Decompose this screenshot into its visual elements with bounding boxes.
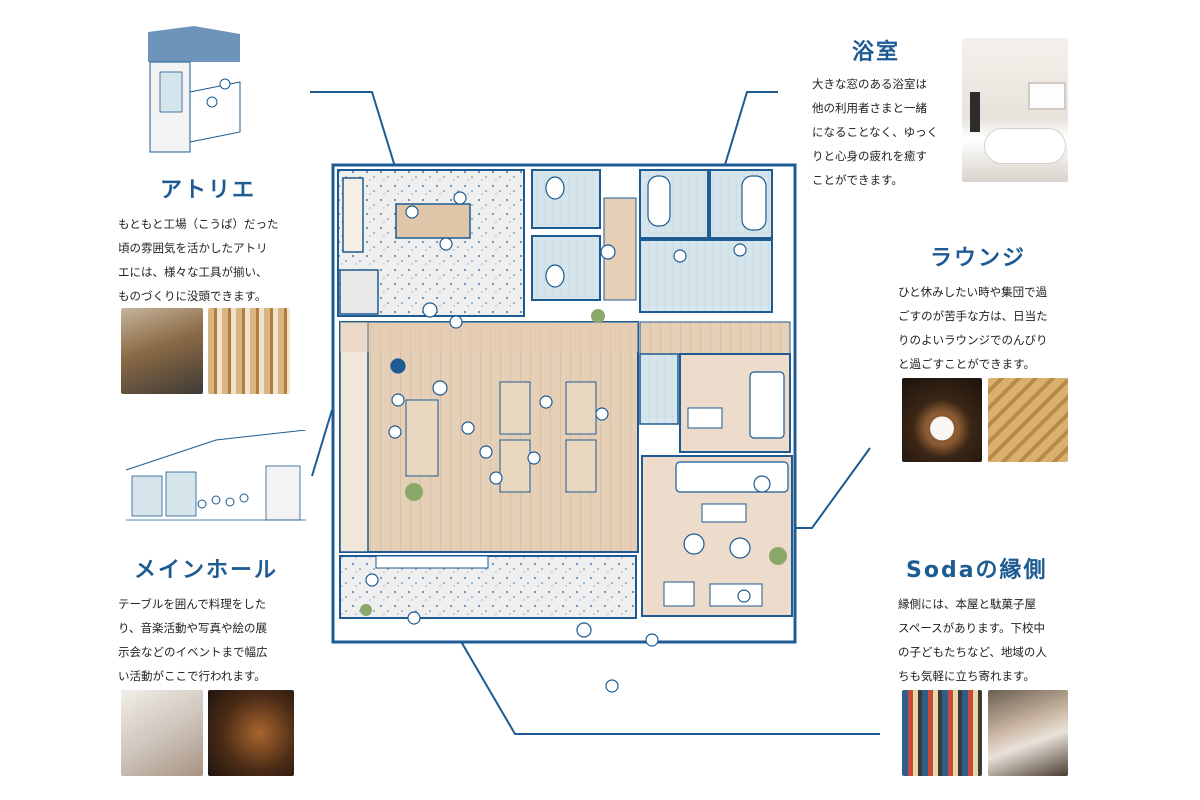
mainhall-line: り、音楽活動や写真や絵の展 <box>118 621 268 635</box>
plants <box>360 309 787 616</box>
bathroom-section: 浴室 大きな窓のある浴室は 他の利用者さまと一緒 になることなく、ゆっく りと心… <box>812 34 958 192</box>
toilet-1 <box>531 169 601 229</box>
atelier-photo-craftsman <box>121 308 203 394</box>
lounge-title: ラウンジ <box>930 246 1027 271</box>
atelier-line: ものづくりに没頭できます。 <box>118 289 267 303</box>
mainhall-sketch <box>126 430 306 534</box>
lounge-photo-coffee <box>902 378 982 462</box>
soda-line: の子どもたちなど、地域の人 <box>898 645 1047 659</box>
bathroom-line: ことができます。 <box>812 173 903 187</box>
mainhall-section: メインホール テーブルを囲んで料理をした り、音楽活動や写真や絵の展 示会などの… <box>118 552 308 688</box>
atelier-section: アトリエ もともと工場（こうば）だった 頃の雰囲気を活かしたアトリ エには、様々… <box>118 172 308 308</box>
main-hall <box>339 321 639 553</box>
bathroom-photo <box>962 38 1068 182</box>
soda-line: 縁側には、本屋と駄菓子屋 <box>898 597 1036 611</box>
bathroom-title: 浴室 <box>852 40 901 65</box>
soda-section: Sodaの縁側 縁側には、本屋と駄菓子屋 スペースがあります。下校中 の子どもた… <box>898 552 1088 688</box>
atelier-line: 頃の雰囲気を活かしたアトリ <box>118 241 268 255</box>
bathroom-line: 大きな窓のある浴室は <box>812 77 927 91</box>
mainhall-photo-guitar <box>208 690 294 776</box>
atelier-title: アトリエ <box>160 178 257 203</box>
connector-soda <box>444 613 880 735</box>
connector-bathroom <box>720 91 778 179</box>
mainhall-line: い活動がここで行われます。 <box>118 669 266 683</box>
toilet-2 <box>531 235 601 301</box>
soda-line: ちも気軽に立ち寄れます。 <box>898 669 1035 683</box>
soda-photo-candy <box>988 690 1068 776</box>
lounge-line: りのよいラウンジでのんびり <box>898 333 1048 347</box>
atelier-line: エには、様々な工具が揃い、 <box>118 265 268 279</box>
soda-photo-books <box>902 690 982 776</box>
atelier-sketch <box>140 22 248 162</box>
bathroom-line: りと心身の疲れを癒す <box>812 149 927 163</box>
lounge-line: ごすのが苦手な方は、日当た <box>898 309 1048 323</box>
mainhall-title: メインホール <box>134 558 279 583</box>
soda-title: Sodaの縁側 <box>906 558 1048 583</box>
mainhall-line: テーブルを囲んで料理をした <box>118 597 267 611</box>
lounge-photo-shogi <box>988 378 1068 462</box>
bathroom-line: になることなく、ゆっく <box>812 125 939 139</box>
bathroom-line: 他の利用者さまと一緒 <box>812 101 927 115</box>
lounge-line: と過ごすことができます。 <box>898 357 1035 371</box>
connector-mainhall <box>311 409 333 477</box>
atelier-line: もともと工場（こうば）だった <box>118 217 279 231</box>
furniture-sketch <box>365 191 771 693</box>
connector-atelier <box>310 91 397 171</box>
atelier-photo-tools <box>208 308 290 394</box>
lounge-section: ラウンジ ひと休みしたい時や集団で過 ごすのが苦手な方は、日当た りのよいラウン… <box>898 240 1088 376</box>
lounge-line: ひと休みしたい時や集団で過 <box>898 285 1048 299</box>
soda-line: スペースがあります。下校中 <box>898 621 1045 635</box>
mainhall-photo-cooking <box>121 690 203 776</box>
mainhall-line: 示会などのイベントまで幅広 <box>118 645 268 659</box>
